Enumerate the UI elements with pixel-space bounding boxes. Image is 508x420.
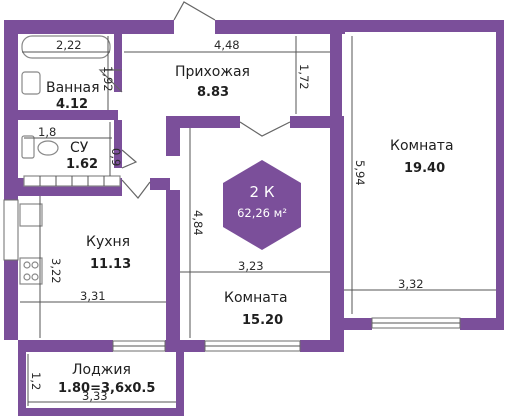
dimension-lines xyxy=(20,36,496,406)
loggia-name: Лоджия xyxy=(72,362,131,378)
dim-room-right-height: 5,94 xyxy=(353,160,367,186)
doors xyxy=(98,1,291,199)
dim-room-right-width: 3,32 xyxy=(398,277,424,291)
dim-bath-width: 2,22 xyxy=(56,38,82,52)
hallway-area: 8.83 xyxy=(197,85,229,100)
dim-hall-height: 1,72 xyxy=(297,64,311,90)
room-middle-area: 15.20 xyxy=(242,313,283,328)
badge-hexagon xyxy=(223,160,301,250)
hallway-name: Прихожая xyxy=(175,64,250,80)
dim-wc-width: 1,8 xyxy=(38,125,56,139)
wc-sink-icon xyxy=(21,135,35,159)
room-middle-name: Комната xyxy=(224,290,288,306)
kitchen-name: Кухня xyxy=(86,234,130,250)
wc-name: СУ xyxy=(70,140,89,156)
stove-icon xyxy=(19,257,43,285)
dim-wc-height: 0,9 xyxy=(109,148,123,166)
dim-kitchen-height: 3,22 xyxy=(49,258,63,284)
badge-area: 62,26 м² xyxy=(237,206,287,220)
dim-kitchen-width: 3,31 xyxy=(80,289,106,303)
dim-loggia-height: 1,2 xyxy=(29,372,43,390)
kitchen-area: 11.13 xyxy=(90,257,131,272)
toilet-icon xyxy=(37,140,59,156)
bathroom-area: 4.12 xyxy=(56,97,88,112)
room-right-name: Комната xyxy=(390,138,454,154)
kitchen-sink-icon xyxy=(19,203,43,227)
wc-area: 1.62 xyxy=(66,157,98,172)
bathroom-name: Ванная xyxy=(46,80,100,96)
dim-room-middle-width: 3,23 xyxy=(238,259,264,273)
badge-rooms: 2 К xyxy=(250,183,275,201)
sink-icon xyxy=(21,71,41,95)
dim-room-middle-height: 4,84 xyxy=(191,210,205,236)
radiator-icon xyxy=(23,175,121,187)
room-right-area: 19.40 xyxy=(404,161,445,176)
windows xyxy=(3,199,461,352)
apartment-badge: 2 К 62,26 м² xyxy=(223,160,301,250)
dim-loggia-width: 3,33 xyxy=(82,389,108,403)
loggia-area: 1.80=3,6х0.5 xyxy=(58,381,155,396)
dim-hall-width: 4,48 xyxy=(214,38,240,52)
dim-bath-height: 1,92 xyxy=(101,66,115,92)
